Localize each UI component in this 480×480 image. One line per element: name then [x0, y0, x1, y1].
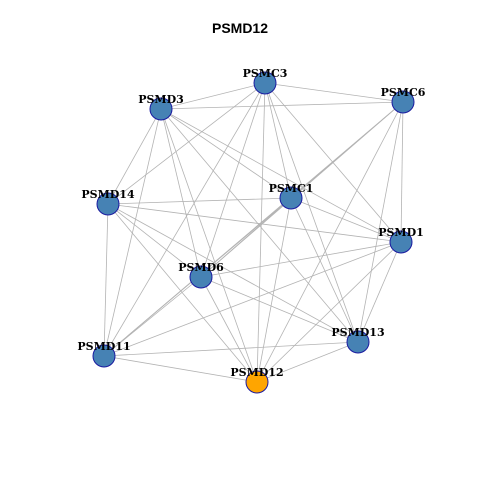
edge-psmd1-psmd12 — [256, 241, 402, 383]
node-circle-psmd13 — [346, 330, 370, 354]
edge-psmc6-psmd1 — [400, 101, 404, 243]
edge-psmc6-psmd12 — [256, 101, 404, 383]
edge-psmd3-psmd12 — [160, 108, 258, 383]
node-psmd14: PSMD14 — [81, 188, 135, 216]
node-psmd1: PSMD1 — [378, 226, 424, 254]
node-label-psmd14: PSMD14 — [81, 188, 135, 201]
edge-psmd3-psmc1 — [160, 108, 292, 199]
node-label-psmd13: PSMD13 — [331, 326, 384, 339]
node-label-psmc6: PSMC6 — [381, 86, 426, 99]
node-label-psmc1: PSMC1 — [269, 182, 314, 195]
edge-psmc1-psmd1 — [290, 197, 402, 243]
edge-psmd1-psmd13 — [357, 241, 402, 343]
edge-psmd14-psmd11 — [103, 203, 109, 357]
node-circle-psmd11 — [92, 344, 116, 368]
node-circle-psmd3 — [149, 97, 173, 121]
node-label-psmd3: PSMD3 — [138, 93, 184, 106]
node-psmd3: PSMD3 — [138, 93, 184, 121]
node-circle-psmd12 — [245, 370, 269, 394]
node-circle-psmd1 — [389, 230, 413, 254]
edge-psmc3-psmd12 — [256, 82, 266, 383]
edge-psmd14-psmc1 — [107, 197, 292, 205]
edge-psmd6-psmd12 — [200, 276, 258, 383]
node-psmd11: PSMD11 — [77, 340, 131, 368]
edge-psmc6-psmd13 — [357, 101, 404, 343]
node-label-psmd11: PSMD11 — [77, 340, 130, 353]
node-circle-psmc1 — [279, 186, 303, 210]
node-label-psmd1: PSMD1 — [378, 226, 424, 239]
node-psmd13: PSMD13 — [331, 326, 385, 354]
edges-layer — [103, 82, 404, 383]
node-circle-psmc6 — [391, 90, 415, 114]
edge-psmc1-psmd13 — [290, 197, 359, 343]
edge-psmc3-psmc6 — [264, 82, 404, 103]
edge-psmd3-psmd6 — [160, 108, 202, 278]
node-label-psmd12: PSMD12 — [230, 366, 283, 379]
edge-psmc3-psmc1 — [264, 82, 292, 199]
edge-psmd6-psmd13 — [200, 276, 359, 343]
node-psmd12: PSMD12 — [230, 366, 284, 394]
edge-psmd14-psmd1 — [107, 203, 402, 243]
node-label-psmc3: PSMC3 — [243, 67, 288, 80]
edge-psmd1-psmd11 — [103, 241, 402, 357]
edge-psmc3-psmd13 — [264, 82, 359, 343]
edge-psmc6-psmd3 — [160, 101, 404, 110]
edge-psmc3-psmd3 — [160, 82, 266, 110]
edge-psmd6-psmd11 — [103, 276, 202, 357]
node-circle-psmd14 — [96, 192, 120, 216]
node-psmc6: PSMC6 — [381, 86, 426, 114]
edge-psmc1-psmd12 — [256, 197, 292, 383]
node-circle-psmc3 — [253, 71, 277, 95]
node-psmc3: PSMC3 — [243, 67, 288, 95]
graph-title: PSMD12 — [211, 20, 269, 36]
edge-psmd14-psmd6 — [107, 203, 202, 278]
edge-psmc3-psmd11 — [103, 82, 266, 357]
node-label-psmd6: PSMD6 — [178, 261, 224, 274]
node-psmd6: PSMD6 — [178, 261, 224, 289]
edge-psmd14-psmd12 — [107, 203, 258, 383]
edge-psmd14-psmd13 — [107, 203, 359, 343]
edge-psmd11-psmd12 — [103, 355, 258, 383]
edge-psmd3-psmd11 — [103, 108, 162, 357]
edge-psmd3-psmd14 — [107, 108, 162, 205]
node-circle-psmd6 — [189, 265, 213, 289]
edge-psmc3-psmd6 — [200, 82, 266, 278]
edge-psmc3-psmd14 — [107, 82, 266, 205]
edge-psmd1-psmd6 — [200, 241, 402, 278]
edge-psmd13-psmd12 — [256, 341, 359, 383]
edge-psmd13-psmd11 — [103, 341, 359, 357]
node-psmc1: PSMC1 — [269, 182, 314, 210]
edge-psmd3-psmd1 — [160, 108, 402, 243]
